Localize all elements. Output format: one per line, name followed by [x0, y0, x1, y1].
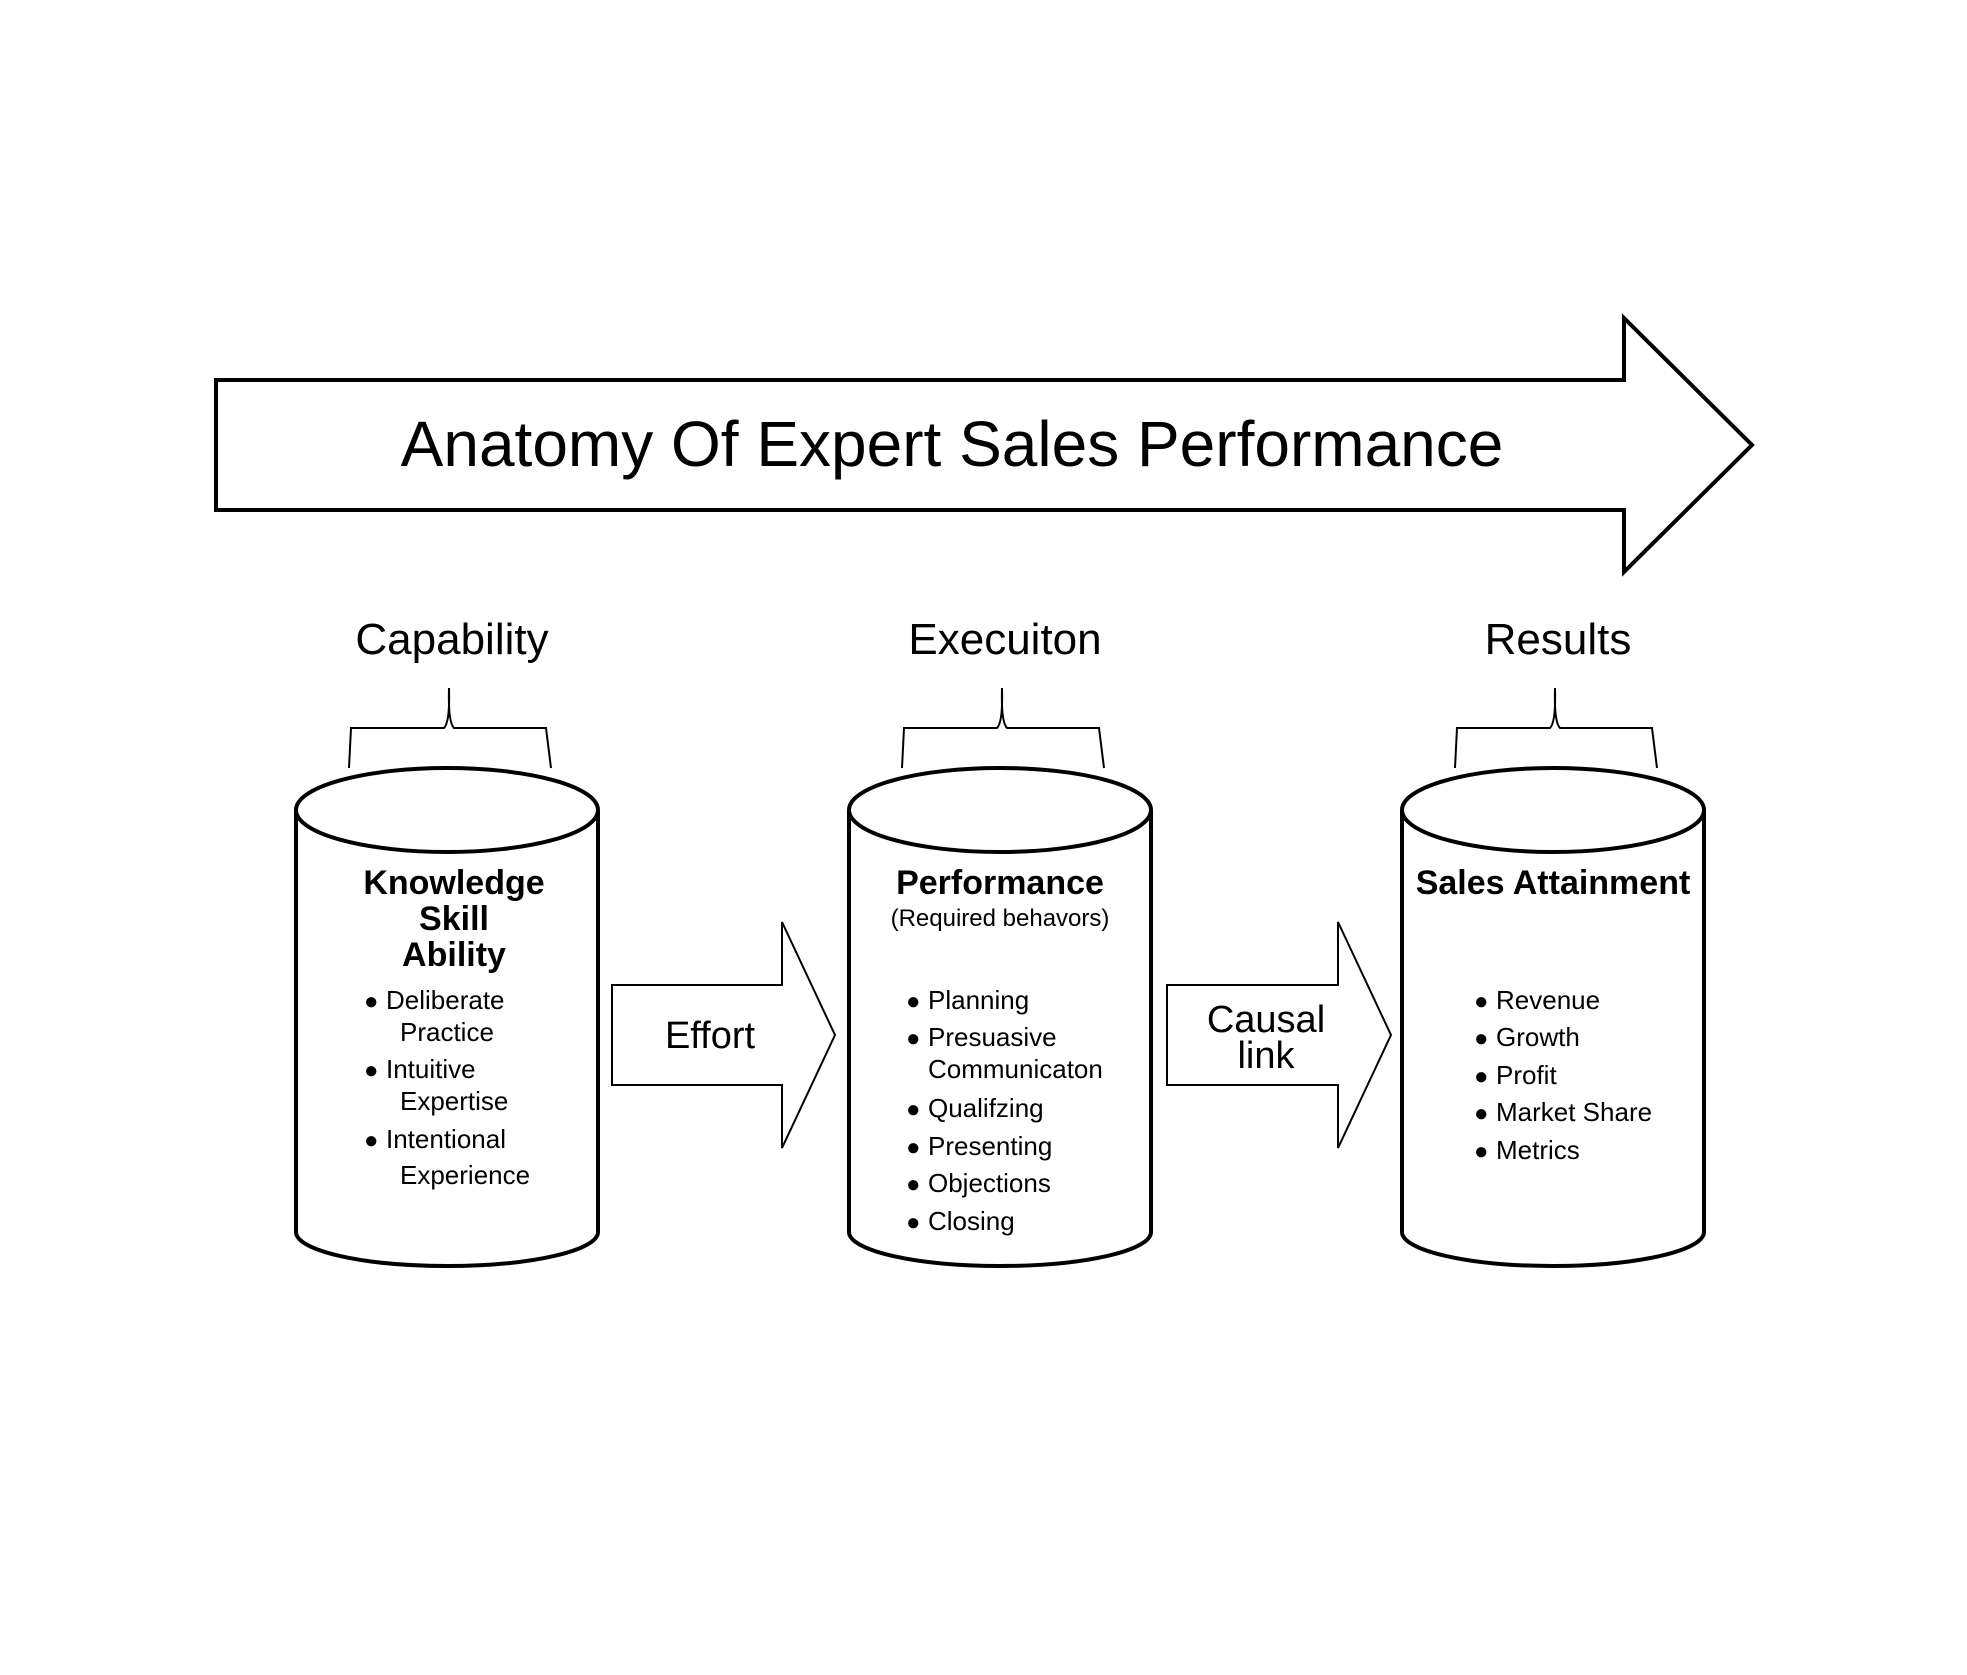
- list-item: ● Metrics: [1474, 1135, 1580, 1167]
- list-item: ● Deliberate Practice: [364, 985, 505, 1047]
- bullet-icon: ●: [364, 1127, 379, 1154]
- execution-brace: [901, 687, 1105, 769]
- bullet-icon: ●: [1474, 1138, 1489, 1165]
- execution-subheading: (Required behavors): [890, 905, 1110, 932]
- list-item: ● Revenue: [1474, 985, 1600, 1017]
- causal-link-label-line: Causal: [1206, 999, 1326, 1041]
- list-item-text: Closing: [928, 1206, 1015, 1236]
- list-item-text: Growth: [1496, 1022, 1580, 1052]
- list-item-text-continued: Expertise: [400, 1086, 509, 1116]
- causal-link-label-line: link: [1237, 1035, 1295, 1077]
- list-item-text: Deliberate: [386, 985, 505, 1015]
- bullet-icon: ●: [1474, 1025, 1489, 1052]
- list-item-text-continued: Communicaton: [928, 1054, 1103, 1084]
- causal-link-arrow-label: Causal link: [1166, 999, 1366, 1077]
- list-item: ● Presuasive Communicaton: [906, 1022, 1103, 1084]
- list-item: ● Closing: [906, 1206, 1015, 1238]
- list-item: ● Objections: [906, 1168, 1051, 1200]
- capability-cylinder: [294, 766, 600, 1268]
- results-brace: [1454, 687, 1658, 769]
- list-item: ● Market Share: [1474, 1097, 1652, 1129]
- list-item: ● Presenting: [906, 1131, 1052, 1163]
- phase-label-results: Results: [1484, 615, 1632, 664]
- list-item: ● Profit: [1474, 1060, 1557, 1092]
- bullet-icon: ●: [906, 1025, 921, 1052]
- capability-heading-line: Knowledge: [363, 864, 545, 902]
- list-item-text-continued: Experience: [400, 1160, 531, 1190]
- list-item: ● Intuitive Expertise: [364, 1054, 508, 1116]
- causal-link-arrow-shape: [1166, 921, 1393, 1149]
- list-item-text: Intuitive: [386, 1054, 476, 1084]
- bullet-icon: ●: [364, 988, 379, 1015]
- capability-heading-line: Skill: [419, 900, 489, 938]
- phase-label-capability: Capability: [355, 615, 549, 664]
- list-item-text: Objections: [928, 1168, 1051, 1198]
- list-item: ● Growth: [1474, 1022, 1580, 1054]
- list-item-text: Presuasive: [928, 1022, 1057, 1052]
- diagram-title: Anatomy Of Expert Sales Performance: [400, 408, 1504, 480]
- effort-arrow-label: Effort: [664, 1015, 756, 1057]
- list-item-text: Qualifzing: [928, 1093, 1044, 1123]
- capability-brace: [348, 687, 552, 769]
- capability-heading: Knowledge Skill Ability: [304, 865, 604, 973]
- list-item-text: Presenting: [928, 1131, 1053, 1161]
- list-item-text: Metrics: [1496, 1135, 1580, 1165]
- execution-heading: Performance: [896, 864, 1104, 902]
- bullet-icon: ●: [906, 988, 921, 1015]
- results-heading: Sales Attainment: [1415, 864, 1691, 902]
- effort-arrow-shape: [611, 921, 837, 1149]
- list-item: ● Planning: [906, 985, 1029, 1017]
- list-item: ● Intentional Experience: [364, 1124, 530, 1190]
- bullet-icon: ●: [364, 1057, 379, 1084]
- list-item-text: Revenue: [1496, 985, 1601, 1015]
- list-item-text: Intentional: [386, 1124, 506, 1154]
- bullet-icon: ●: [906, 1134, 921, 1161]
- bullet-icon: ●: [1474, 1100, 1489, 1127]
- results-cylinder: [1400, 766, 1706, 1268]
- list-item-text: Market Share: [1496, 1097, 1653, 1127]
- bullet-icon: ●: [906, 1096, 921, 1123]
- bullet-icon: ●: [906, 1209, 921, 1236]
- title-arrow-shape: [214, 313, 1755, 577]
- phase-label-execution: Execuiton: [908, 615, 1102, 664]
- list-item-text: Planning: [928, 985, 1030, 1015]
- bullet-icon: ●: [1474, 988, 1489, 1015]
- capability-heading-line: Ability: [402, 936, 506, 974]
- list-item-text-continued: Practice: [400, 1017, 494, 1047]
- execution-cylinder: [847, 766, 1153, 1268]
- list-item: ● Qualifzing: [906, 1093, 1044, 1125]
- list-item-text: Profit: [1496, 1060, 1557, 1090]
- bullet-icon: ●: [906, 1171, 921, 1198]
- bullet-icon: ●: [1474, 1063, 1489, 1090]
